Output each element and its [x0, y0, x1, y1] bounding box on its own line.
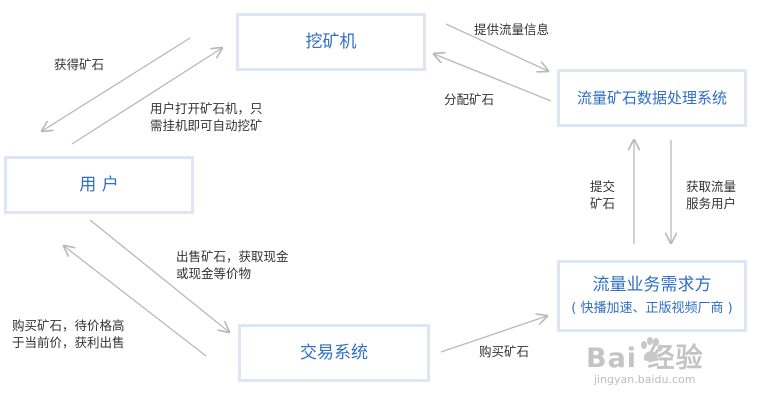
edge-label-submit-line1: 提交 — [590, 179, 616, 194]
edge-label-fetch-line2: 服务用户 — [686, 196, 737, 211]
node-exchange: 交易系统 — [238, 324, 430, 382]
edge-label-open-app-line1: 用户打开矿石机，只 — [150, 101, 263, 116]
edge-label-get-ore: 获得矿石 — [54, 57, 105, 72]
edge-label-buy-hold-line2: 于当前价，获利出售 — [12, 335, 125, 350]
node-miner: 挖矿机 — [236, 13, 426, 71]
edge-label-sell-line2: 或现金等价物 — [176, 266, 252, 281]
arrow-miner-to-user — [42, 37, 191, 131]
edge-label-submit-ore: 提交 矿石 — [590, 178, 615, 212]
node-demand-label: 流量业务需求方 — [592, 275, 712, 295]
edge-label-buy-hold: 购买矿石，待价格高 于当前价，获利出售 — [12, 317, 125, 351]
node-miner-label: 挖矿机 — [305, 32, 357, 52]
edge-label-sell-line1: 出售矿石，获取现金 — [176, 249, 289, 264]
node-demand-sublabel: ( 快播加速、正版视频厂商 ) — [571, 301, 733, 316]
edge-label-open-app: 用户打开矿石机，只 需挂机即可自动挖矿 — [150, 100, 263, 134]
edge-label-fetch-line1: 获取流量 — [686, 179, 737, 194]
paw-icon — [641, 337, 663, 361]
watermark-url: jingyan.baidu.com — [593, 373, 696, 386]
node-data-system-label: 流量矿石数据处理系统 — [576, 89, 727, 107]
node-user-label: 用 户 — [79, 175, 119, 195]
edge-label-provide-info: 提供流量信息 — [474, 22, 550, 37]
edge-label-assign-ore: 分配矿石 — [444, 92, 495, 107]
arrow-user-to-miner — [71, 48, 222, 145]
edge-label-open-app-line2: 需挂机即可自动挖矿 — [150, 118, 263, 133]
arrow-exchange-to-user — [64, 246, 207, 357]
edge-label-sell-ore: 出售矿石，获取现金 或现金等价物 — [176, 248, 289, 282]
node-exchange-label: 交易系统 — [300, 343, 368, 363]
edge-label-buy-ore: 购买矿石 — [479, 344, 530, 359]
arrow-user-to-exchange — [89, 219, 229, 332]
arrow-miner-to-data — [445, 23, 548, 71]
edge-label-submit-line2: 矿石 — [590, 196, 616, 211]
node-user: 用 户 — [4, 156, 194, 214]
arrow-data-to-miner — [434, 54, 552, 102]
node-demand: 流量业务需求方 ( 快播加速、正版视频厂商 ) — [557, 260, 747, 332]
node-data-system: 流量矿石数据处理系统 — [557, 69, 747, 127]
arrow-exchange-to-demand — [440, 316, 547, 353]
edge-label-buy-hold-line1: 购买矿石，待价格高 — [12, 318, 125, 333]
edge-label-fetch-traffic: 获取流量 服务用户 — [686, 178, 736, 212]
